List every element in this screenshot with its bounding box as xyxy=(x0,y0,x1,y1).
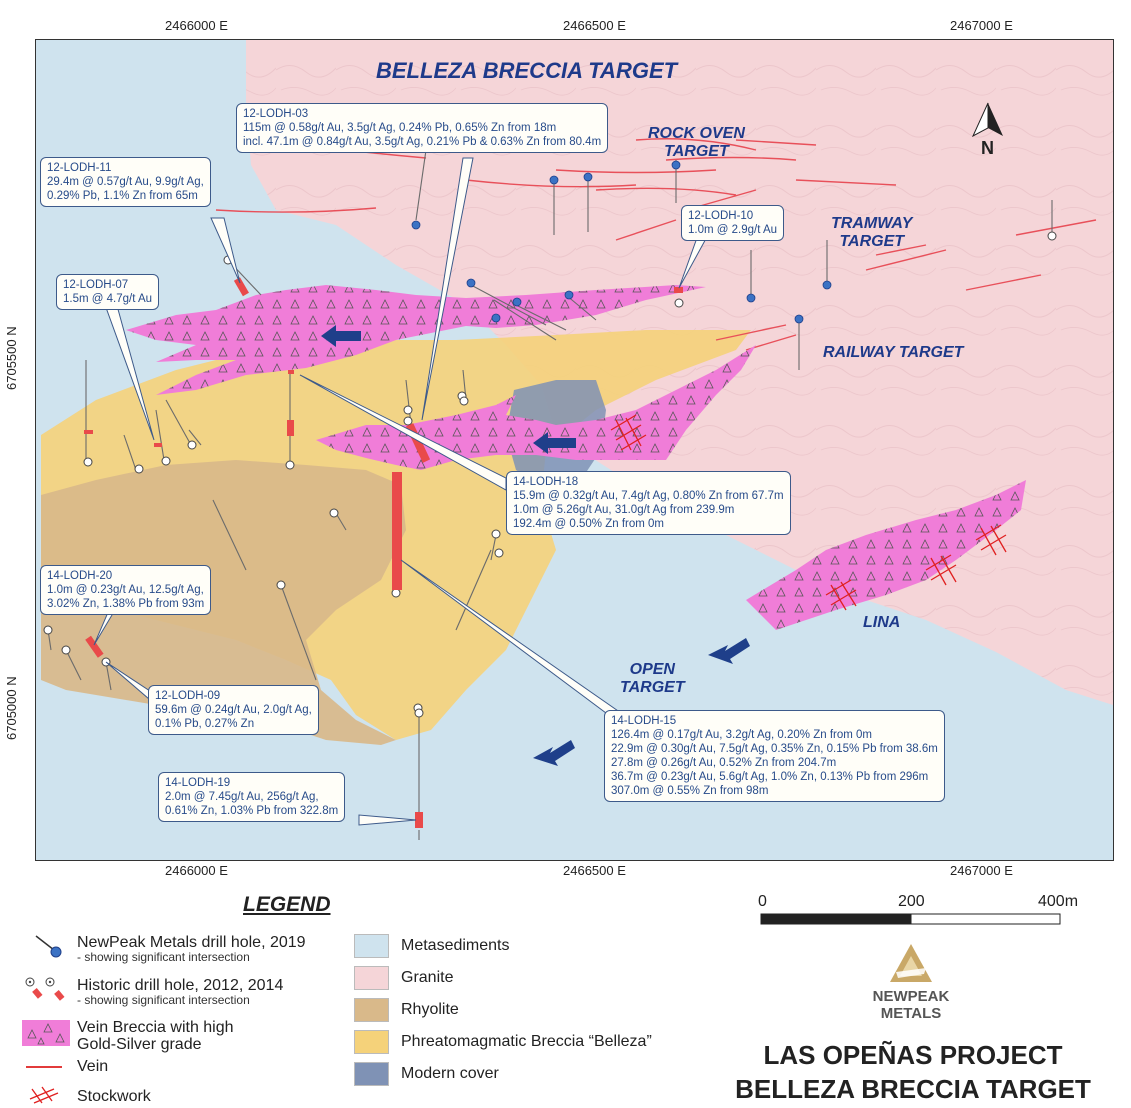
callout-12-lodh-11[interactable]: 12-LODH-11 29.4m @ 0.57g/t Au, 9.9g/t Ag… xyxy=(40,157,211,207)
callout-12-lodh-07[interactable]: 12-LODH-07 1.5m @ 4.7g/t Au xyxy=(56,274,160,310)
historic-drill-icon xyxy=(25,977,65,1001)
legend-stockwork: Stockwork xyxy=(77,1088,151,1105)
x-coord-label: 2466000 E xyxy=(165,863,228,878)
open-target-label: OPEN TARGET xyxy=(620,661,685,696)
legend-phreato: Phreatomagmatic Breccia “Belleza” xyxy=(401,1033,652,1050)
phreato-swatch xyxy=(354,1030,389,1054)
legend-rhyolite: Rhyolite xyxy=(401,1001,459,1018)
direction-arrows xyxy=(321,325,750,766)
scale-bar xyxy=(760,913,1061,925)
vein-icon xyxy=(26,1066,62,1068)
legend-modern-cover: Modern cover xyxy=(401,1065,499,1082)
modern-cover-swatch xyxy=(354,1062,389,1086)
rhyolite-swatch xyxy=(354,998,389,1022)
metasediments-swatch xyxy=(354,934,389,958)
legend-historic: Historic drill hole, 2012, 2014 - showin… xyxy=(77,977,284,1007)
lina-target-label: LINA xyxy=(863,614,901,631)
map-canvas xyxy=(36,40,1113,860)
stockwork-marks xyxy=(610,414,1007,611)
callout-14-lodh-15[interactable]: 14-LODH-15 126.4m @ 0.17g/t Au, 3.2g/t A… xyxy=(604,710,945,802)
tramway-target-label: TRAMWAY TARGET xyxy=(831,215,913,250)
callout-14-lodh-20[interactable]: 14-LODH-20 1.0m @ 0.23g/t Au, 12.5g/t Ag… xyxy=(40,565,212,615)
y-coord-label: 6705500 N xyxy=(4,326,19,390)
callout-leaders xyxy=(93,157,709,826)
historic-collars xyxy=(43,231,1057,718)
newpeak-drill-icon xyxy=(35,935,62,958)
granite-swatch xyxy=(354,966,389,990)
x-coord-label: 2467000 E xyxy=(950,18,1013,33)
north-arrow xyxy=(971,102,1003,138)
north-label: N xyxy=(981,138,994,158)
x-coord-label: 2466000 E xyxy=(165,18,228,33)
vein-breccia-icon xyxy=(22,1020,70,1046)
legend-vein-breccia: Vein Breccia with high Gold-Silver grade xyxy=(77,1019,234,1053)
legend-newpeak: NewPeak Metals drill hole, 2019 - showin… xyxy=(77,934,306,964)
railway-target-label: RAILWAY TARGET xyxy=(823,344,964,361)
scale-label-0: 0 xyxy=(758,893,767,910)
project-title: LAS OPEÑAS PROJECT xyxy=(763,1040,1063,1070)
rock-oven-target-label: ROCK OVEN TARGET xyxy=(648,125,745,160)
y-coord-label: 6705000 N xyxy=(4,676,19,740)
geology-map[interactable]: BELLEZA BRECCIA TARGET ROCK OVEN TARGET … xyxy=(35,39,1114,861)
scale-label-200: 200 xyxy=(898,893,925,910)
legend-metasediments: Metasediments xyxy=(401,937,510,954)
callout-14-lodh-19[interactable]: 14-LODH-19 2.0m @ 7.45g/t Au, 256g/t Ag,… xyxy=(158,772,346,822)
x-coord-label: 2466500 E xyxy=(563,18,626,33)
callout-12-lodh-09[interactable]: 12-LODH-09 59.6m @ 0.24g/t Au, 2.0g/t Ag… xyxy=(148,685,319,735)
x-coord-label: 2467000 E xyxy=(950,863,1013,878)
stockwork-icon xyxy=(29,1086,59,1104)
legend-vein: Vein xyxy=(77,1058,109,1075)
scale-label-400: 400m xyxy=(1038,893,1079,910)
newpeak-logo-icon xyxy=(890,944,932,982)
callout-12-lodh-03[interactable]: 12-LODH-03 115m @ 0.58g/t Au, 3.5g/t Ag,… xyxy=(236,103,609,153)
newpeak-collars xyxy=(411,160,832,324)
belleza-target-label: BELLEZA BRECCIA TARGET xyxy=(376,58,678,83)
legend-title: LEGEND xyxy=(243,893,331,916)
rhyolite-area xyxy=(41,460,406,745)
newpeak-logo-text: NEWPEAK METALS xyxy=(872,988,950,1022)
callout-12-lodh-10[interactable]: 12-LODH-10 1.0m @ 2.9g/t Au xyxy=(681,205,785,241)
project-subtitle: BELLEZA BRECCIA TARGET xyxy=(735,1074,1091,1104)
legend-granite: Granite xyxy=(401,969,454,986)
drill-traces xyxy=(47,149,1053,840)
x-coord-label: 2466500 E xyxy=(563,863,626,878)
callout-14-lodh-18[interactable]: 14-LODH-18 15.9m @ 0.32g/t Au, 7.4g/t Ag… xyxy=(506,471,791,535)
